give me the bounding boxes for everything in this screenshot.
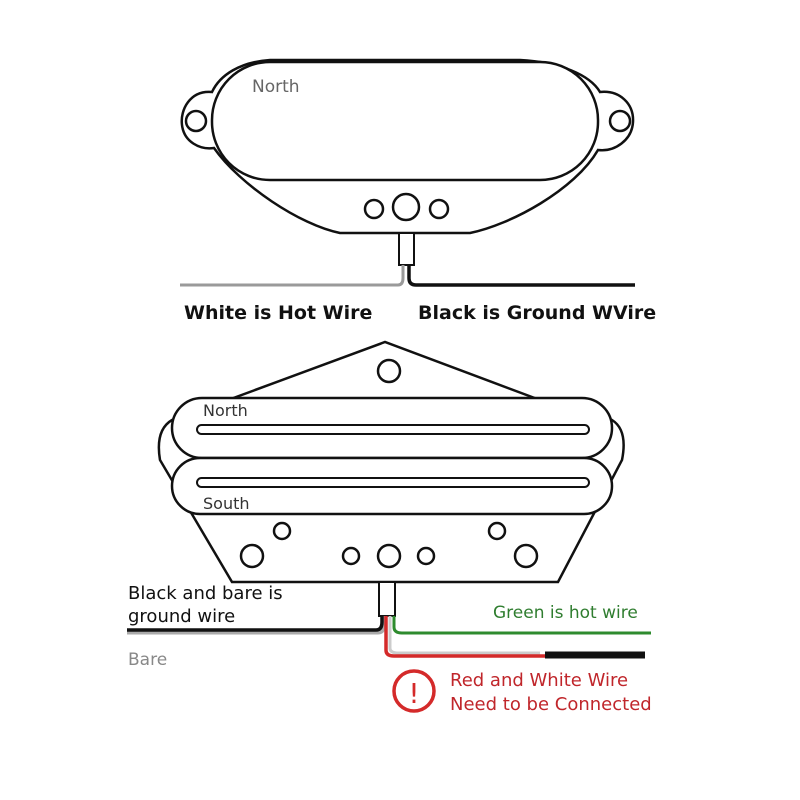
screw-hole <box>239 543 265 569</box>
ground-label-line2: ground wire <box>128 606 235 627</box>
screw-hole <box>376 543 402 569</box>
bottom-pickup <box>157 340 625 617</box>
top-cable-jacket <box>398 232 415 266</box>
screw-hole <box>416 546 436 566</box>
screw-hole <box>272 521 292 541</box>
black-ground-wire <box>407 265 635 287</box>
top-pickup-cover <box>210 60 600 182</box>
screw-hole <box>363 198 385 220</box>
ground-label-line1: Black and bare is <box>128 583 283 604</box>
warning-line1: Red and White Wire <box>450 670 628 691</box>
north-blade-slot <box>196 424 590 435</box>
screw-hole <box>341 546 361 566</box>
bare-label: Bare <box>128 650 167 670</box>
red-wire <box>384 616 545 658</box>
svg-text:!: ! <box>408 677 419 710</box>
screw-hole <box>428 198 450 220</box>
south-blade-slot <box>196 477 590 488</box>
black-ground-wire-bottom <box>127 616 384 632</box>
screw-hole <box>487 521 507 541</box>
mount-hole-top <box>376 358 402 384</box>
screw-hole <box>391 192 421 222</box>
top-north-label: North <box>252 77 300 97</box>
screw-hole <box>513 543 539 569</box>
green-hot-label: Green is hot wire <box>493 603 638 623</box>
white-wire <box>388 616 540 655</box>
warning-icon: ! <box>392 669 436 713</box>
mount-hole-right <box>608 109 632 133</box>
warning-line2: Need to be Connected <box>450 694 652 715</box>
green-hot-wire <box>392 616 651 635</box>
bottom-north-label: North <box>203 401 248 420</box>
white-hot-wire <box>180 265 405 287</box>
white-hot-label: White is Hot Wire <box>184 302 372 324</box>
black-ground-label: Black is Ground WVire <box>418 302 656 324</box>
mount-hole-left <box>184 109 208 133</box>
top-pickup <box>180 58 635 266</box>
bottom-south-label: South <box>203 494 250 513</box>
bare-wire <box>127 616 386 635</box>
bottom-cable-jacket <box>378 581 396 617</box>
